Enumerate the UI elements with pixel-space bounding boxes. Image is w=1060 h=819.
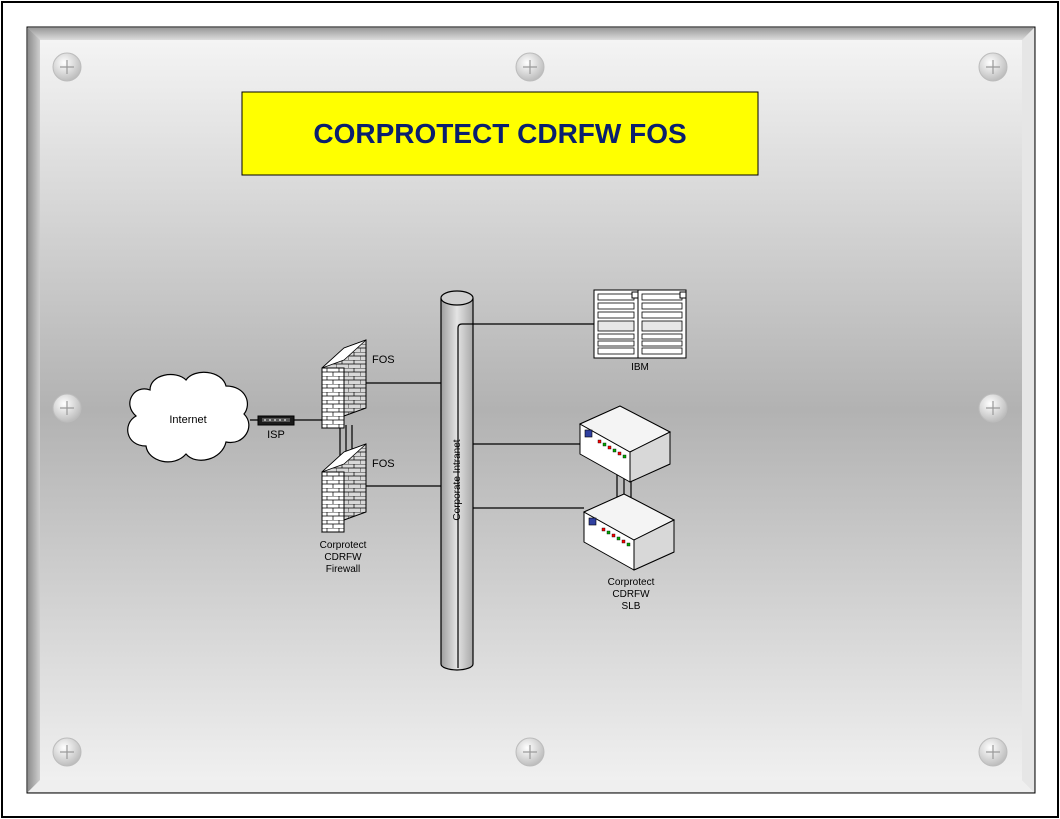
isp-modem-icon: ISP (257, 415, 295, 441)
plate-bevel-right (1022, 28, 1034, 792)
slb-label-line3: SLB (622, 601, 641, 612)
slb-device-top-icon (578, 405, 672, 483)
slb-device-bottom-icon (582, 493, 676, 571)
slb-label-line2: CDRFW (612, 589, 650, 600)
screw-icon (52, 737, 82, 767)
internet-cloud-icon: Internet (127, 371, 250, 463)
title-banner (241, 91, 759, 176)
ibm-server-icon: IBM (593, 289, 687, 373)
ibm-label: IBM (631, 362, 649, 373)
internet-label: Internet (169, 414, 206, 426)
isp-label: ISP (267, 429, 285, 441)
slb-label-line1: Corprotect (608, 577, 655, 588)
screw-icon (515, 52, 545, 82)
plate-bevel-left (28, 28, 40, 792)
screw-icon (52, 393, 82, 423)
screw-icon (515, 737, 545, 767)
page-title: CORPROTECT CDRFW FOS (313, 118, 686, 149)
fos-bottom-label: FOS (372, 458, 395, 470)
firewall-label-line1: Corprotect (320, 540, 367, 551)
firewall-top-icon: FOS (321, 339, 395, 429)
firewall-bottom-icon: FOS (321, 443, 395, 533)
screw-icon (978, 52, 1008, 82)
fos-top-label: FOS (372, 354, 395, 366)
backbone-label: Corporate Intranet (452, 439, 463, 520)
screw-icon (978, 393, 1008, 423)
screw-icon (52, 52, 82, 82)
firewall-label-line3: Firewall (326, 564, 360, 575)
corporate-intranet-backbone: Corporate Intranet (440, 290, 474, 671)
plate-bevel-bottom (28, 780, 1034, 792)
screw-icon (978, 737, 1008, 767)
firewall-label-line2: CDRFW (324, 552, 362, 563)
plate-bevel-top (28, 28, 1034, 40)
screw-icons (52, 52, 1008, 767)
